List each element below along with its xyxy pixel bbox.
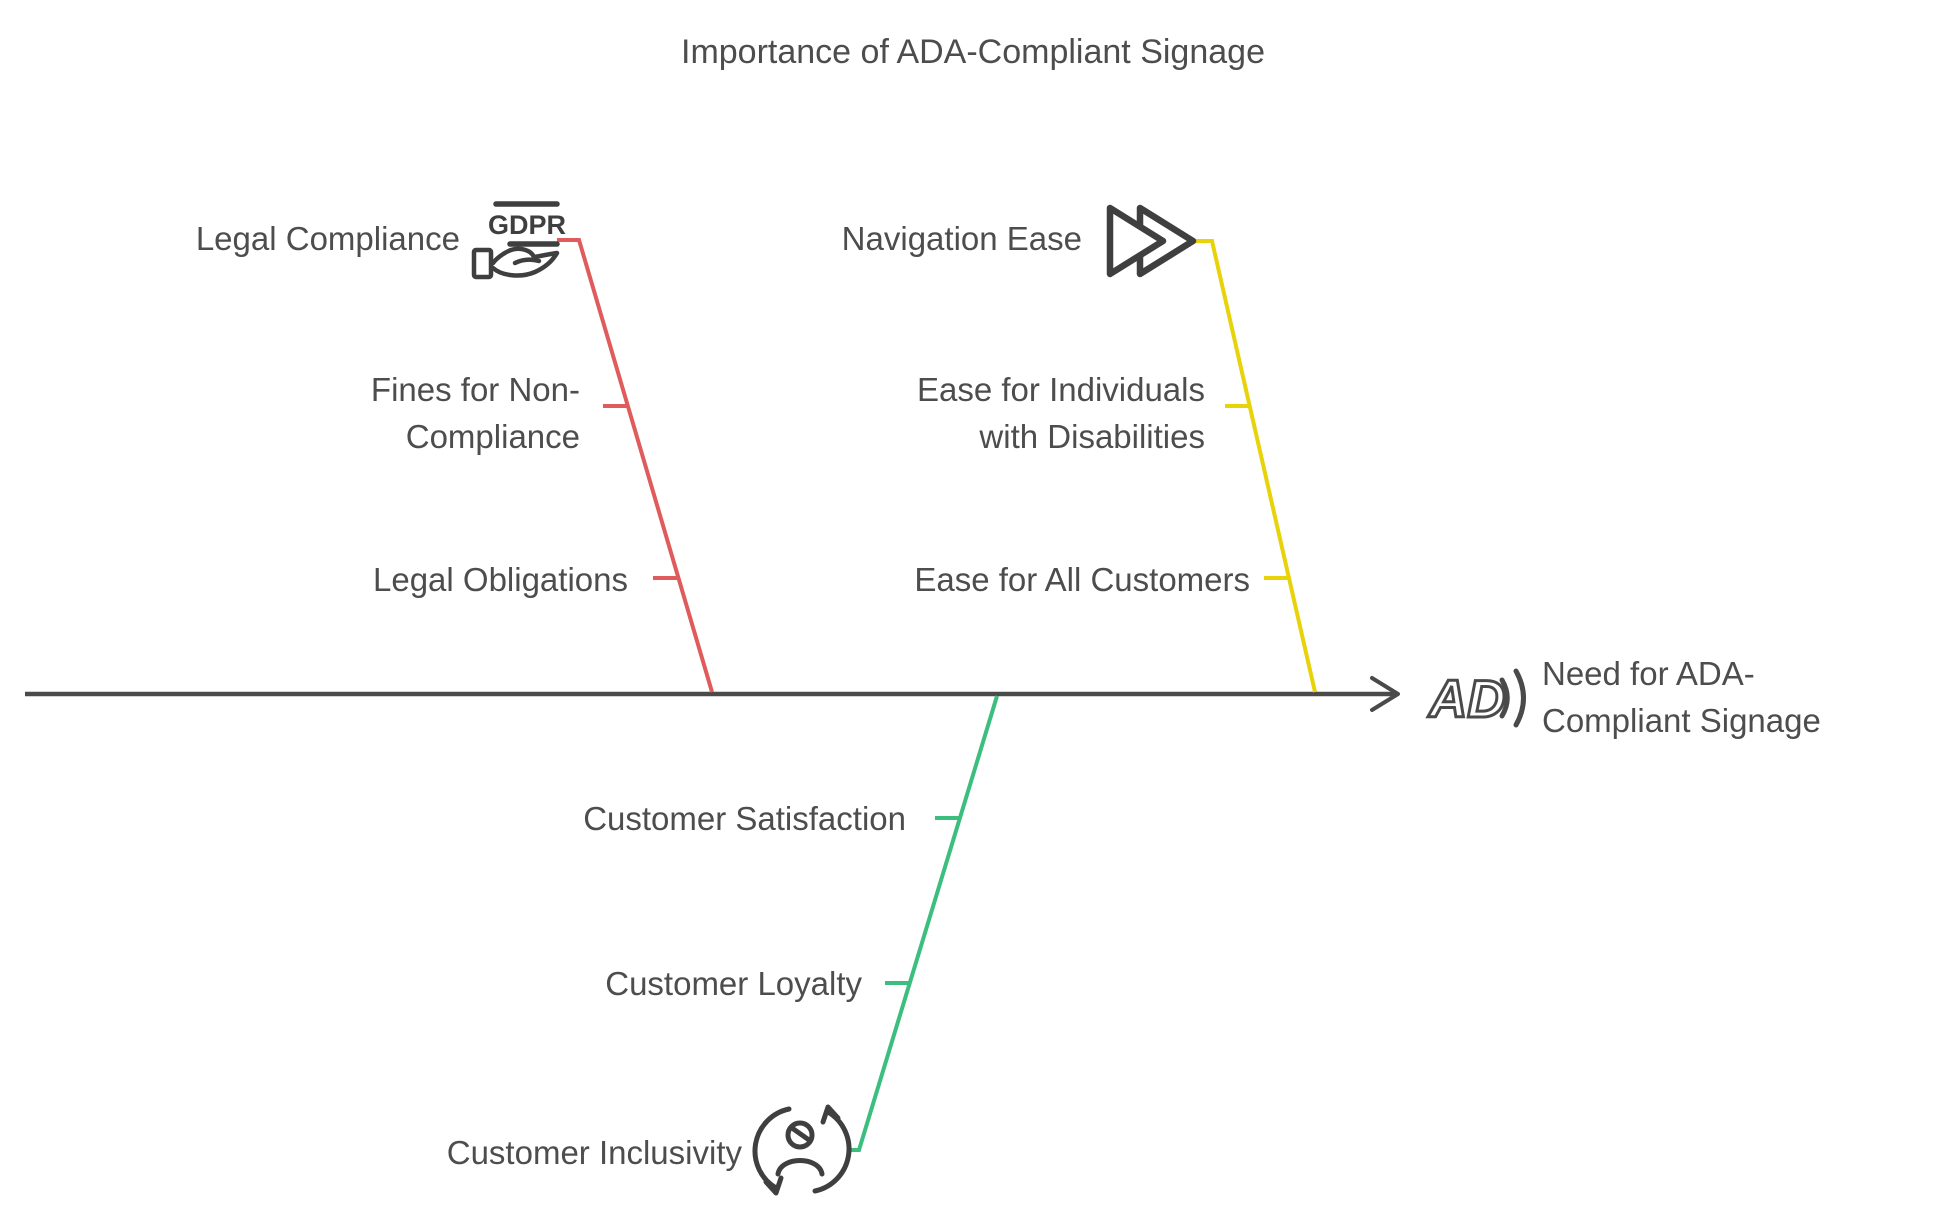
spine-arrowhead-icon — [1370, 676, 1400, 712]
cause-label-fines-for-non-compliance: Fines for Non- Compliance — [370, 371, 580, 455]
head-label: Need for ADA- Compliant Signage — [1542, 655, 1821, 739]
audio-description-icon: AD — [1426, 668, 1526, 731]
navigation-ease-branch-line — [1193, 239, 1317, 693]
person-sync-icon — [752, 1104, 852, 1196]
cause-label-ease-for-individuals: Ease for Individuals with Disabilities — [917, 371, 1205, 455]
cause-label-ease-for-all-customers: Ease for All Customers — [914, 561, 1250, 598]
gdpr-hand-icon: GDPR — [471, 201, 566, 280]
cause-label-customer-loyalty: Customer Loyalty — [605, 965, 862, 1002]
cause-label-legal-obligations: Legal Obligations — [372, 561, 628, 598]
ad-icon-text: AD — [1427, 670, 1506, 729]
fast-forward-icon — [1106, 204, 1197, 278]
branch-label-customer-inclusivity: Customer Inclusivity — [446, 1134, 742, 1171]
page-title: Importance of ADA-Compliant Signage — [681, 33, 1265, 71]
gdpr-icon-text: GDPR — [488, 210, 566, 240]
legal-compliance-branch-line — [557, 238, 714, 693]
cause-label-customer-satisfaction: Customer Satisfaction — [583, 800, 906, 837]
branch-label-navigation-ease: Navigation Ease — [841, 220, 1082, 257]
branch-label-legal-compliance: Legal Compliance — [195, 220, 460, 257]
customer-inclusivity-branch-line — [849, 695, 999, 1152]
